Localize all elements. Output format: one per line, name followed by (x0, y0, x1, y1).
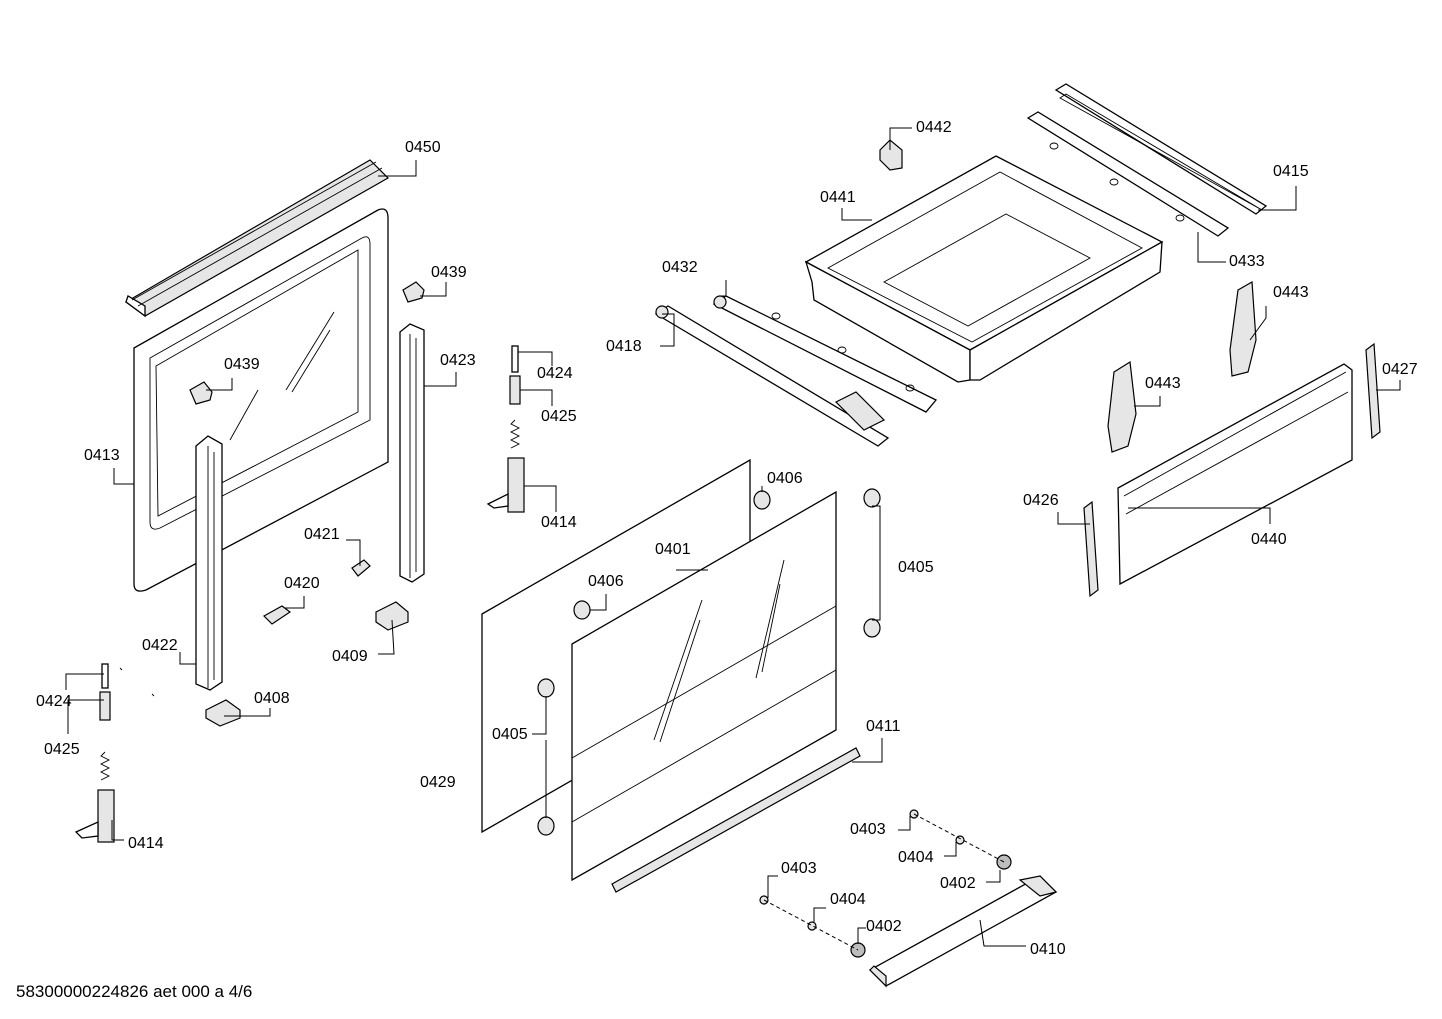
label-0401: 0401 (655, 541, 691, 558)
label-0424-center: 0424 (537, 365, 573, 382)
label-0439-upper: 0439 (431, 264, 467, 281)
leader-lines (65, 127, 1401, 947)
label-0433: 0433 (1229, 253, 1265, 270)
part-0441-drawer-tray (804, 155, 1164, 383)
part-0427-side-strip (1365, 342, 1381, 440)
part-0450-top-trim (124, 159, 389, 318)
label-0402-lower: 0402 (866, 918, 902, 935)
label-0402-upper: 0402 (940, 875, 976, 892)
label-0439-lower: 0439 (224, 356, 260, 373)
part-0440-drawer-front (1117, 363, 1353, 586)
label-0415: 0415 (1273, 163, 1309, 180)
part-0421-bracket (351, 559, 371, 577)
label-0426: 0426 (1023, 492, 1059, 509)
label-0414-center: 0414 (541, 514, 577, 531)
label-0427: 0427 (1382, 361, 1418, 378)
part-0443-bracket-upper (1229, 281, 1257, 377)
label-0406-right: 0406 (767, 470, 803, 487)
label-0418: 0418 (606, 338, 642, 355)
label-0403-upper: 0403 (850, 821, 886, 838)
label-0443-lower: 0443 (1145, 375, 1181, 392)
part-0408-bracket (205, 699, 241, 727)
label-0421: 0421 (304, 526, 340, 543)
part-0405-bumper-b (537, 678, 555, 836)
part-0439-clip-upper (402, 281, 425, 303)
part-0406-bumper-left (573, 600, 591, 620)
label-0406-left: 0406 (588, 573, 624, 590)
label-0404-upper: 0404 (898, 849, 934, 866)
part-0443-bracket-lower (1107, 360, 1137, 453)
part-0442-clip (879, 139, 903, 171)
part-0401-door (571, 490, 837, 882)
document-id: 58300000224826 aet 000 a 4/6 (16, 982, 252, 1001)
label-0404-lower: 0404 (830, 891, 866, 908)
label-0405-right: 0405 (898, 559, 934, 576)
part-hinge-assembly-left (74, 663, 115, 843)
part-0415-rail (1054, 83, 1268, 215)
part-0418-runner (654, 305, 890, 447)
label-0440: 0440 (1251, 531, 1287, 548)
label-0408: 0408 (254, 690, 290, 707)
label-0410: 0410 (1030, 941, 1066, 958)
part-0423-right-channel (399, 323, 425, 583)
part-0420-bracket (263, 605, 292, 625)
part-0413-inner-panel (133, 208, 389, 592)
label-0413: 0413 (84, 447, 120, 464)
part-0433-rail (1026, 111, 1230, 237)
part-hinge-assembly-center (486, 345, 525, 513)
label-0425-left: 0425 (44, 741, 80, 758)
label-0411: 0411 (866, 718, 901, 735)
label-0403-lower: 0403 (781, 860, 817, 877)
label-0443-upper: 0443 (1273, 284, 1309, 301)
part-0439-clip-lower (189, 381, 213, 405)
part-0409-bracket (375, 601, 409, 631)
label-0441: 0441 (820, 189, 856, 206)
part-0411-seal-strip (611, 747, 861, 893)
label-0414-left: 0414 (128, 835, 164, 852)
label-0423: 0423 (440, 352, 476, 369)
label-0425-center: 0425 (541, 408, 577, 425)
part-0404-washer-b (807, 921, 817, 931)
part-0406-bumper-right (753, 490, 771, 510)
label-0405-left: 0405 (492, 726, 528, 743)
part-0405-bumper-a (863, 488, 881, 638)
label-0422: 0422 (142, 637, 178, 654)
label-0409: 0409 (332, 648, 368, 665)
label-0442: 0442 (916, 119, 952, 136)
label-0424-left: 0424 (36, 693, 72, 710)
part-0432-runner (712, 295, 938, 413)
part-0426-side-strip (1083, 500, 1099, 598)
label-0450: 0450 (405, 139, 441, 156)
label-0420: 0420 (284, 575, 320, 592)
label-0429: 0429 (420, 774, 456, 791)
part-0410-handle (868, 875, 1058, 988)
part-0422-left-channel (195, 435, 223, 691)
label-0432: 0432 (662, 259, 698, 276)
